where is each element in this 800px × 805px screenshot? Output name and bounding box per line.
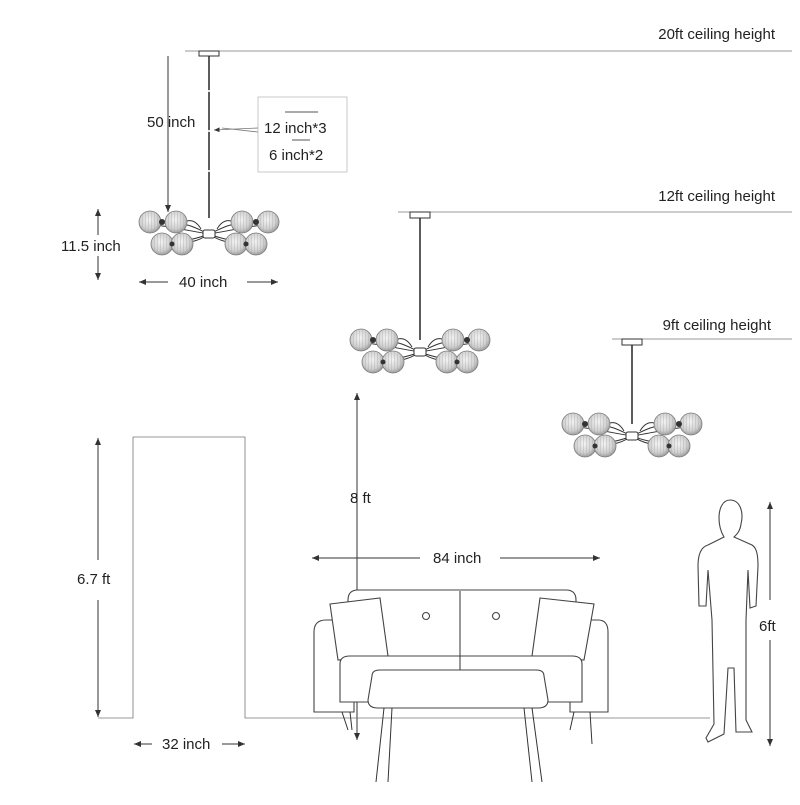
ceiling-12ft-label: 12ft ceiling height xyxy=(658,188,776,205)
drop-label: 50 inch xyxy=(147,114,195,131)
sofa-width-dimension: 84 inch xyxy=(312,550,600,567)
sofa-width-label: 84 inch xyxy=(433,550,481,567)
rod-callout: 12 inch*3 6 inch*2 xyxy=(213,96,348,173)
hang-height-label: 8 ft xyxy=(350,490,372,507)
width-dimension: 40 inch xyxy=(139,274,278,291)
chandelier-icon xyxy=(139,50,279,255)
height-label: 11.5 inch xyxy=(61,238,121,255)
height-dimension: 11.5 inch xyxy=(61,209,121,280)
person-height-dimension: 6ft xyxy=(759,502,777,746)
door-outline-icon xyxy=(98,436,710,719)
width-label: 40 inch xyxy=(179,274,227,291)
door-width-dimension: 32 inch xyxy=(134,736,245,753)
coffee-table-icon xyxy=(367,669,549,783)
ceiling-9ft-label: 9ft ceiling height xyxy=(663,317,772,334)
door-height-label: 6.7 ft xyxy=(77,571,111,588)
ceiling-12ft: 12ft ceiling height xyxy=(398,188,792,213)
rods-6-label: 6 inch*2 xyxy=(269,147,323,164)
sofa-icon xyxy=(313,589,609,745)
drop-dimension: 50 inch xyxy=(147,56,195,212)
ceiling-9ft: 9ft ceiling height xyxy=(612,317,792,340)
door-height-dimension: 6.7 ft xyxy=(77,438,111,717)
door-width-label: 32 inch xyxy=(162,736,210,753)
person-silhouette-icon xyxy=(697,499,759,743)
rods-12-label: 12 inch*3 xyxy=(264,120,327,137)
chandelier-icon xyxy=(350,211,490,373)
chandelier-icon xyxy=(562,338,702,457)
ceiling-20ft: 20ft ceiling height xyxy=(185,26,792,52)
ceiling-20ft-label: 20ft ceiling height xyxy=(658,26,776,43)
person-height-label: 6ft xyxy=(759,618,777,635)
